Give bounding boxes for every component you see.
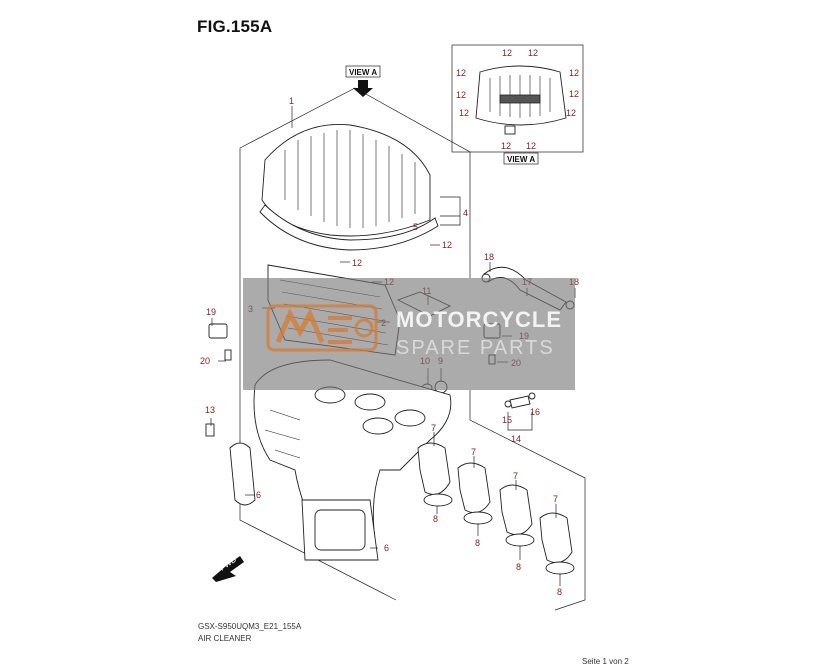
sensor-part-19-left [208,323,228,339]
callout-18-left: 18 [484,252,494,262]
callout-7-b: 7 [471,447,476,457]
view-a-callout-12-5: 12 [456,90,466,100]
callout-7-d: 7 [553,494,558,504]
view-a-cover-sketch [475,65,567,135]
main-boundary-outline [239,87,471,278]
callout-8-a: 8 [433,514,438,524]
callout-20-left: 20 [200,356,210,366]
intake-boot-2 [457,462,493,525]
bolt-part-20-left [224,349,232,361]
callout-19-left: 19 [206,307,216,317]
section-name: AIR CLEANER [198,634,252,643]
main-boundary-lower [239,148,397,601]
callout-12-c: 12 [442,240,452,250]
air-cleaner-cover-part [259,124,439,251]
view-a-callout-12-9: 12 [501,141,511,151]
view-a-inset-label: VIEW A [507,155,535,164]
callout-14: 14 [511,434,521,444]
view-a-callout-12-7: 12 [459,108,469,118]
fwd-arrow-icon: FWD [212,555,244,582]
callout-6-bottom: 6 [384,543,389,553]
view-a-callout-12-8: 12 [566,108,576,118]
seal-part-6-bottom-inner [314,509,366,551]
view-a-arrow-icon [353,80,373,97]
intake-boot-4 [539,512,575,575]
intake-boot-3 [499,484,535,547]
watermark-subtitle: SPARE PARTS [396,337,555,359]
view-a-callout-12-3: 12 [456,68,466,78]
bracket-part-14 [509,395,531,409]
view-a-callout-12-6: 12 [569,89,579,99]
callout-15: 15 [502,415,512,425]
callout-6-left: 6 [256,490,261,500]
callout-8-d: 8 [557,587,562,597]
callout-16: 16 [530,407,540,417]
intake-boot-1 [417,442,453,507]
view-a-arrow-label: VIEW A [349,68,377,77]
callout-7-c: 7 [513,471,518,481]
callout-5: 5 [413,222,418,232]
watermark-logo-icon [266,304,378,352]
view-a-callout-12-10: 12 [526,141,536,151]
right-boundary-outline [469,390,586,611]
model-code: GSX-S950UQM3_E21_155A [198,622,302,631]
bolt-part-15 [504,400,512,408]
watermark-title: MOTORCYCLE [396,307,563,332]
callout-12-a: 12 [352,258,362,268]
callout-13: 13 [205,405,215,415]
view-a-inset-label-box [503,152,539,165]
bolt-part-16 [528,392,536,400]
figure-title: FIG.155A [197,17,273,36]
callout-8-b: 8 [475,538,480,548]
callout-4: 4 [463,208,468,218]
view-a-inset-frame [451,44,584,153]
view-a-label-box [345,65,381,78]
callout-8-c: 8 [516,562,521,572]
view-a-callout-12-1: 12 [502,48,512,58]
callout-7-a: 7 [431,423,436,433]
callout-1: 1 [289,96,294,106]
bolt-part-13 [205,423,215,437]
seal-part-6-left [229,442,256,506]
page-indicator: Seite 1 von 2 [582,657,629,666]
view-a-callout-12-4: 12 [569,68,579,78]
view-a-callout-12-2: 12 [528,48,538,58]
